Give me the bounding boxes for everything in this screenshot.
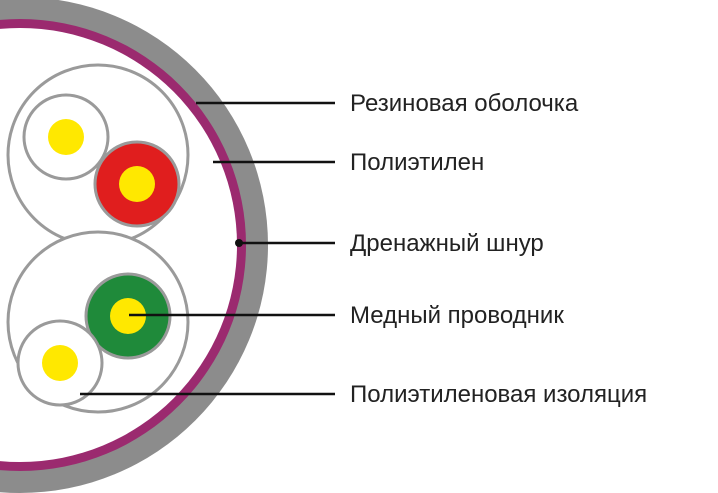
lower-white-conductor — [42, 345, 78, 381]
label-rubber-sheath: Резиновая оболочка — [350, 90, 579, 117]
red-conductor — [119, 166, 155, 202]
upper-white-conductor — [48, 119, 84, 155]
green-conductor — [110, 298, 146, 334]
label-drain-wire: Дренажный шнур — [350, 230, 544, 257]
label-copper-conductor: Медный проводник — [350, 302, 564, 329]
label-polyethylene: Полиэтилен — [350, 149, 484, 176]
drain-wire-dot — [235, 239, 243, 247]
label-polyethylene-insulation: Полиэтиленовая изоляция — [350, 381, 647, 408]
